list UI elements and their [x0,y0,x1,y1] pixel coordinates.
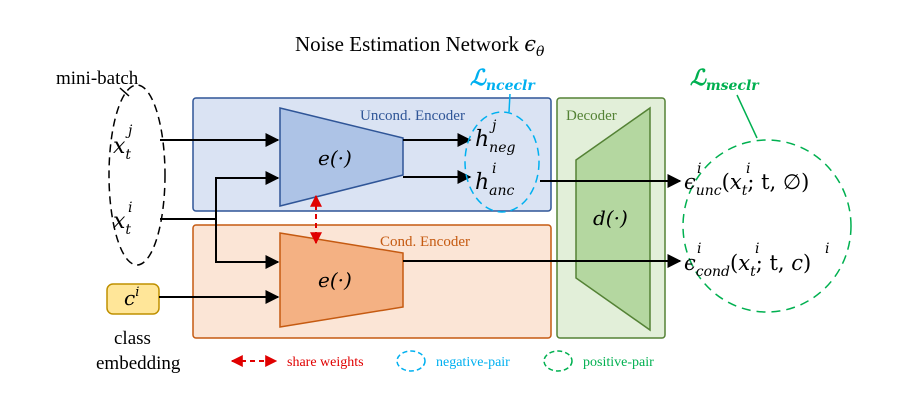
class-embedding-symbol: ci [124,285,139,310]
legend-share-weights-label: share weights [287,355,364,370]
legend-negative-pair-label: negative-pair [436,355,510,370]
legend-positive-pair-icon [543,350,573,372]
h-neg: hneg [475,127,515,156]
mseclr-pointer [736,94,758,139]
cond-encoder-label: Cond. Encoder [380,234,470,250]
loss-mseclr: ℒmseclr [690,65,760,94]
nceclr-pointer [508,93,511,113]
mini-batch-ellipse [108,84,166,266]
output-eps-cond-c-sup: i [825,241,829,257]
legend-positive-pair-label: positive-pair [583,355,654,370]
uncond-encoder-label: Uncond. Encoder [360,108,465,124]
legend-negative-pair-icon [396,350,426,372]
decoder-function: d(·) [593,206,628,230]
class-embedding-label-2: embedding [96,353,181,374]
class-embedding-box [106,283,160,315]
output-eps-cond: ϵcond(xt; t, c) [684,251,811,280]
output-eps-cond-sup: i [697,241,701,257]
input-x-i-sup: i [128,200,132,216]
cond-encoder-function: e(·) [318,268,352,292]
arrow-xi-to-cond [215,219,280,269]
output-eps-unc: ϵunc(xt; t, ∅) [684,170,809,199]
h-anc-sup: i [492,161,496,177]
h-anc: hanc [475,170,515,199]
decoder-label: Decoder [566,108,617,124]
positive-pair-ellipse [682,139,852,313]
mini-batch-label: mini-batch [56,68,139,89]
class-embedding-label-1: class [114,328,151,349]
output-eps-unc-x-sup: i [746,161,750,177]
decoder-trapezoid [575,106,651,332]
uncond-encoder-trapezoid [279,107,404,207]
output-eps-unc-sup: i [697,161,701,177]
cond-encoder-trapezoid [279,232,404,328]
input-x-j: xt [113,134,131,163]
diagram-title: Noise Estimation Network ϵθ [295,32,545,60]
output-eps-cond-x-sup: i [755,241,759,257]
uncond-encoder-function: e(·) [318,146,352,170]
mini-batch-pointer [119,87,130,97]
loss-nceclr: ℒnceclr [470,65,536,94]
h-neg-sup: j [489,118,497,134]
negative-pair-ellipse [464,111,540,213]
arrow-xi-to-uncond [160,171,280,220]
input-x-j-sup: j [125,123,133,139]
input-x-i: xt [113,209,131,238]
